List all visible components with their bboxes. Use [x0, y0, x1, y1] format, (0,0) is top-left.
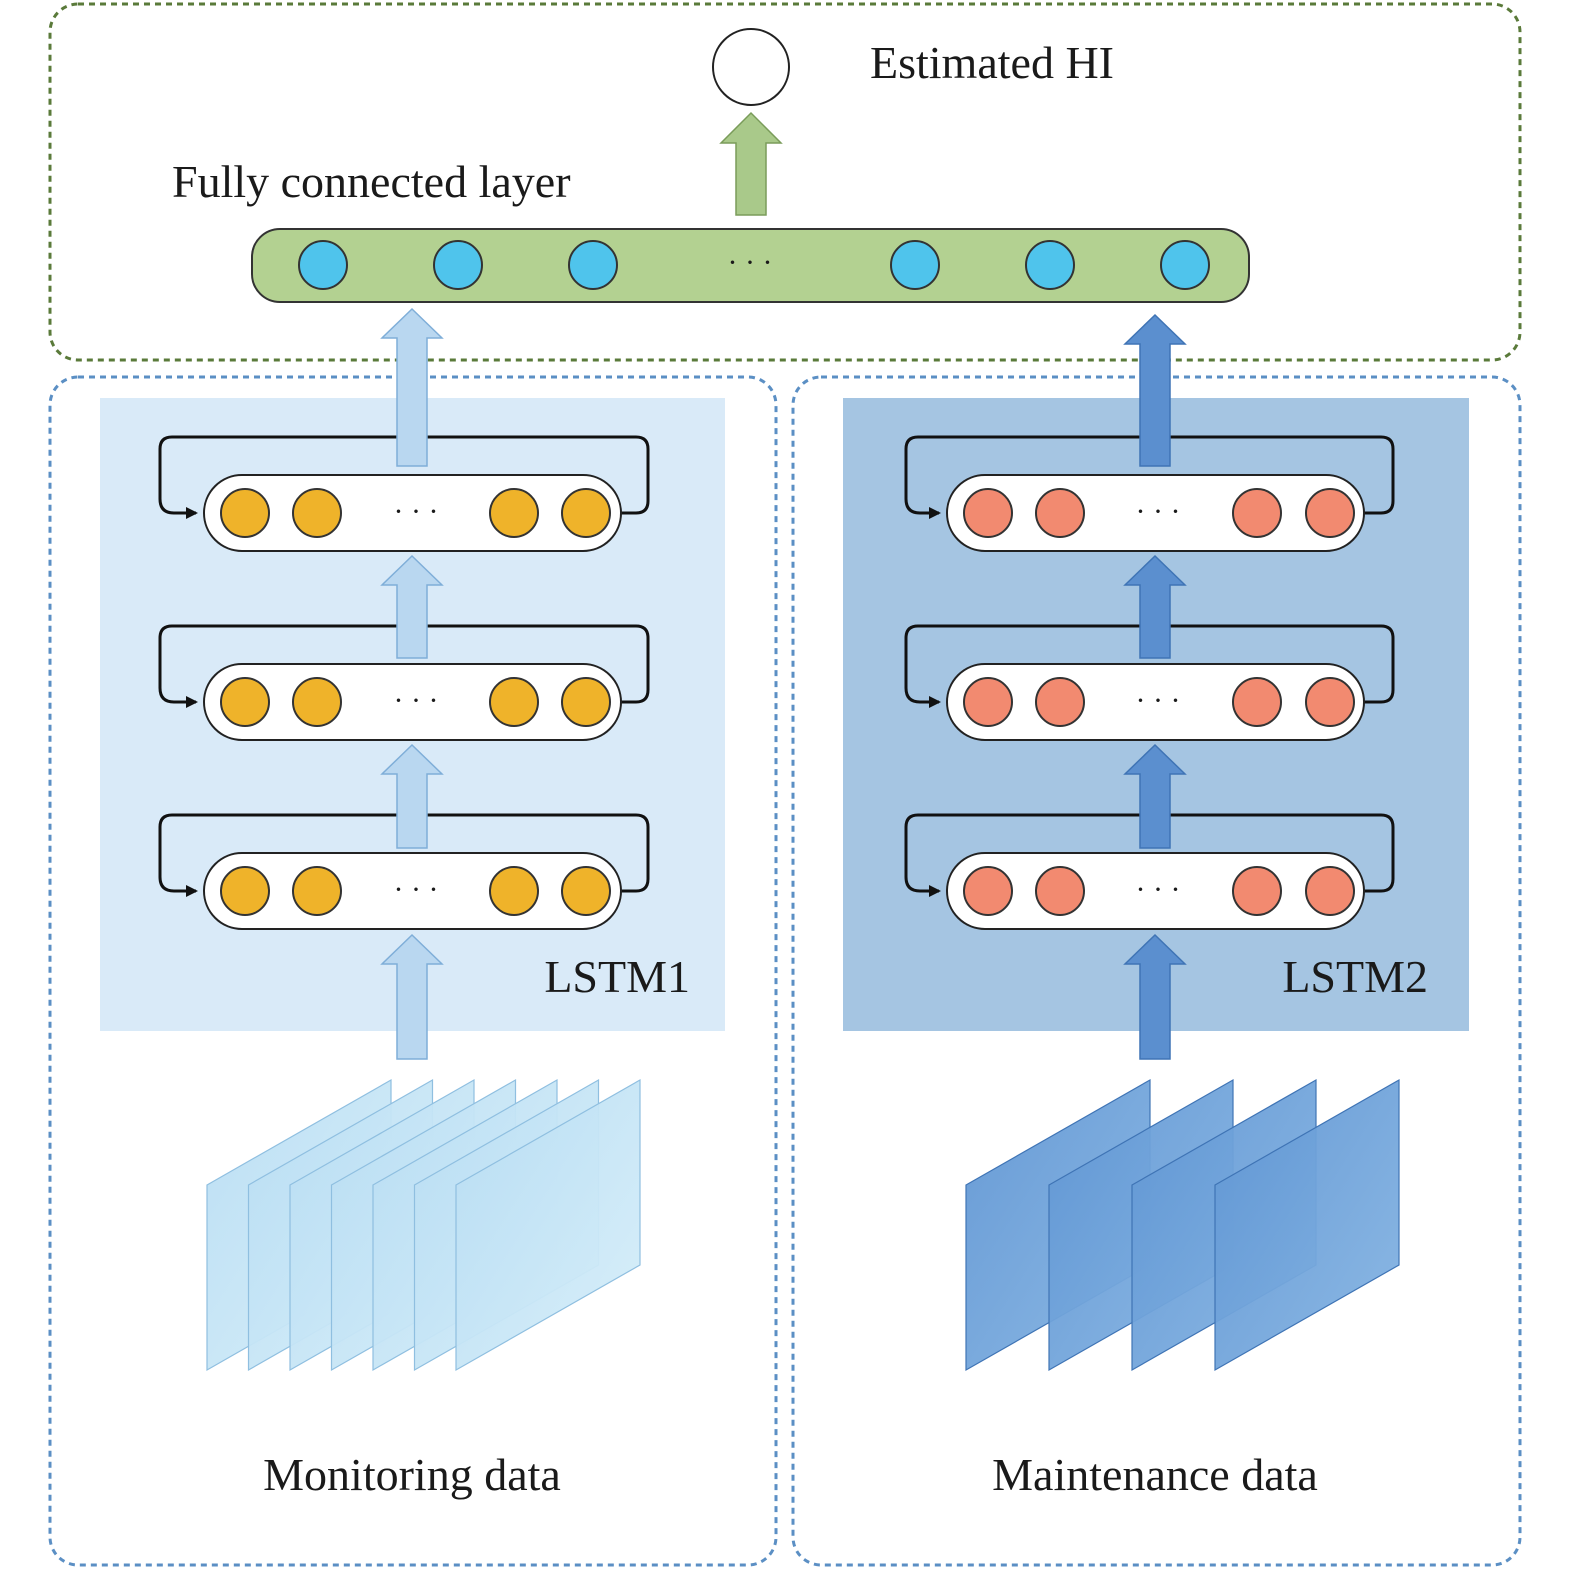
- lstm2-label: LSTM2: [1282, 951, 1428, 1002]
- lstm1-node-3-2: [292, 866, 342, 916]
- fc-node-3: [568, 240, 618, 290]
- lstm1-node-3-3: [489, 866, 539, 916]
- lstm1-node-2-2: [292, 677, 342, 727]
- lstm2-node-3-4: [1305, 866, 1355, 916]
- lstm2-node-2-4: [1305, 677, 1355, 727]
- lstm1-flow-arrow-2: [380, 554, 444, 659]
- lstm1-node-3-1: [220, 866, 270, 916]
- lstm2-ellipsis-1: · · ·: [1136, 495, 1181, 528]
- fc-node-6: [1160, 240, 1210, 290]
- lstm2-node-3-1: [963, 866, 1013, 916]
- lstm2-flow-arrow-3: [1123, 743, 1187, 849]
- lstm2-node-2-2: [1035, 677, 1085, 727]
- monitoring-data-sheets: [206, 1078, 641, 1372]
- lstm2-node-1-1: [963, 488, 1013, 538]
- estimated-hi-label: Estimated HI: [870, 37, 1114, 88]
- fc-node-2: [433, 240, 483, 290]
- fc-node-5: [1025, 240, 1075, 290]
- fc-ellipsis: · · ·: [728, 246, 773, 279]
- lstm1-ellipsis-2: · · ·: [394, 684, 439, 717]
- lstm2-layer-1: · · ·: [904, 435, 1395, 552]
- branch-arrows: [380, 307, 1187, 1060]
- lstm2-node-1-4: [1305, 488, 1355, 538]
- lstm-layers: · · · · · · · · · · · · · · · · · ·: [158, 435, 1395, 930]
- lstm1-node-1-3: [489, 488, 539, 538]
- maintenance-data-sheets: [965, 1078, 1400, 1372]
- lstm1-node-3-4: [561, 866, 611, 916]
- fc-nodes: [298, 240, 1210, 290]
- fully-connected-bar: [251, 228, 1250, 303]
- lstm2-node-2-1: [963, 677, 1013, 727]
- lstm1-flow-arrow-4: [380, 933, 444, 1060]
- fc-group-border: [48, 2, 1522, 362]
- lstm1-node-2-4: [561, 677, 611, 727]
- lstm2-layer-2: · · ·: [904, 624, 1395, 741]
- lstm2-node-2-3: [1232, 677, 1282, 727]
- lstm1-ellipsis-3: · · ·: [394, 873, 439, 906]
- lstm2-flow-arrow-2: [1123, 554, 1187, 659]
- monitoring-sheet-7: [455, 1078, 641, 1372]
- lstm1-node-1-2: [292, 488, 342, 538]
- lstm1-flow-arrow-3: [380, 743, 444, 849]
- lstm2-layer-3: · · ·: [904, 813, 1395, 930]
- monitoring-data-label: Monitoring data: [263, 1449, 561, 1500]
- lstm1-node-2-3: [489, 677, 539, 727]
- lstm1-label: LSTM1: [544, 951, 690, 1002]
- lstm1-flow-arrow-1: [380, 307, 444, 467]
- maintenance-data-label: Maintenance data: [992, 1449, 1318, 1500]
- lstm2-node-3-2: [1035, 866, 1085, 916]
- lstm2-node-1-3: [1232, 488, 1282, 538]
- lstm2-flow-arrow-4: [1123, 933, 1187, 1060]
- lstm1-layer-2: · · ·: [158, 624, 650, 741]
- lstm1-node-2-1: [220, 677, 270, 727]
- fc-output-arrow: [719, 111, 783, 216]
- lstm2-node-1-2: [1035, 488, 1085, 538]
- lstm1-layer-3: · · ·: [158, 813, 650, 930]
- lstm2-ellipsis-2: · · ·: [1136, 684, 1181, 717]
- estimated-hi-node: [712, 28, 790, 106]
- lstm1-ellipsis-1: · · ·: [394, 495, 439, 528]
- lstm1-node-1-1: [220, 488, 270, 538]
- lstm1-node-1-4: [561, 488, 611, 538]
- lstm2-flow-arrow-1: [1123, 313, 1187, 467]
- maintenance-sheet-4: [1214, 1078, 1400, 1372]
- fully-connected-label: Fully connected layer: [172, 156, 571, 207]
- fc-node-4: [890, 240, 940, 290]
- fc-node-1: [298, 240, 348, 290]
- lstm2-ellipsis-3: · · ·: [1136, 873, 1181, 906]
- lstm1-layer-1: · · ·: [158, 435, 650, 552]
- lstm2-node-3-3: [1232, 866, 1282, 916]
